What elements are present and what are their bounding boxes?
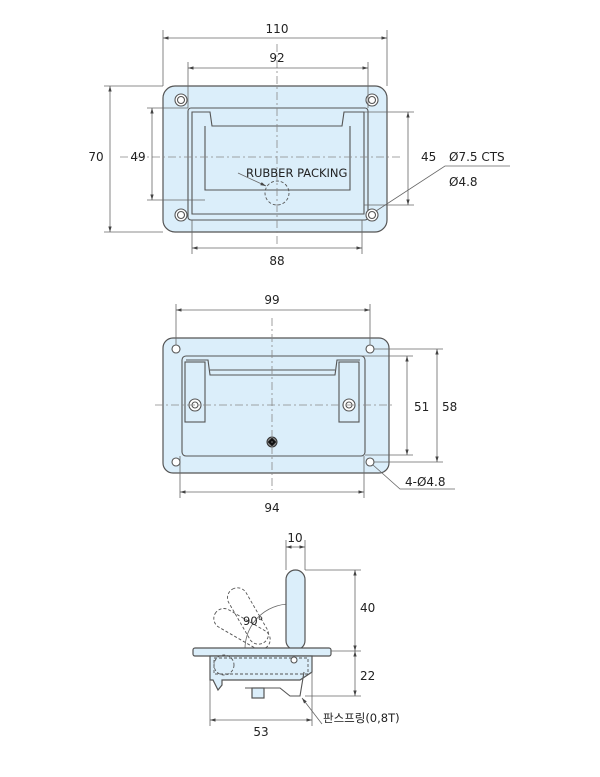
handle-grip bbox=[204, 126, 351, 191]
spring-rivet bbox=[251, 687, 265, 699]
handle-outline bbox=[191, 111, 365, 215]
hole-callout: 4-Ø4.8 bbox=[405, 475, 446, 489]
body bbox=[209, 655, 313, 692]
flange-plate bbox=[162, 337, 390, 474]
dim-bottom-width: 94 bbox=[264, 501, 279, 515]
hole-callout-leader bbox=[375, 165, 510, 212]
dim-hole-spacing: 88 bbox=[269, 254, 284, 268]
mounting-holes bbox=[174, 93, 379, 222]
mounting-holes bbox=[171, 344, 375, 467]
dim-body-width: 53 bbox=[253, 725, 268, 739]
flange-plate bbox=[162, 85, 388, 233]
hole-callout-leader bbox=[372, 464, 455, 490]
dim-overall-height: 70 bbox=[88, 150, 103, 164]
dim-hole-spacing-height: 58 bbox=[442, 400, 457, 414]
rubber-leader bbox=[237, 172, 267, 187]
dim-inner-height: 49 bbox=[130, 150, 145, 164]
hinge-left bbox=[184, 361, 206, 423]
dim-inner-width: 92 bbox=[269, 51, 284, 65]
dim-handle-height: 40 bbox=[360, 601, 375, 615]
hole-callout-cts: Ø7.5 CTS bbox=[449, 150, 505, 164]
side-view: 90° 10 40 22 53 판스프링(0,8T) bbox=[192, 531, 400, 739]
hinge-right bbox=[338, 361, 360, 423]
angle-label: 90° bbox=[243, 614, 263, 628]
rubber-packing-marker bbox=[264, 180, 290, 206]
dim-overall-width: 110 bbox=[266, 22, 289, 36]
dim-slot-height: 45 bbox=[421, 150, 436, 164]
spring-label: 판스프링(0,8T) bbox=[323, 711, 400, 725]
recess-frame bbox=[181, 355, 366, 457]
recess-frame bbox=[187, 107, 369, 221]
flange-plate bbox=[192, 647, 332, 657]
handle bbox=[285, 569, 306, 651]
dim-inner-height: 51 bbox=[414, 400, 429, 414]
dim-handle-width: 10 bbox=[287, 531, 302, 545]
folded-handle-positions bbox=[213, 587, 271, 650]
leaf-spring bbox=[245, 671, 305, 697]
dim-hole-spacing-width: 99 bbox=[264, 293, 279, 307]
angle-arc bbox=[244, 603, 291, 651]
handle-bar bbox=[186, 359, 360, 376]
rubber-packing-label: RUBBER PACKING bbox=[246, 166, 347, 180]
hole-callout-diameter: Ø4.8 bbox=[449, 175, 478, 189]
bottom-view: 99 94 51 58 4-Ø4.8 bbox=[155, 293, 457, 515]
spring-leader bbox=[301, 697, 323, 725]
dim-depth: 22 bbox=[360, 669, 375, 683]
top-view: RUBBER PACKING 110 92 70 49 45 88 Ø7.5 C… bbox=[88, 22, 510, 268]
